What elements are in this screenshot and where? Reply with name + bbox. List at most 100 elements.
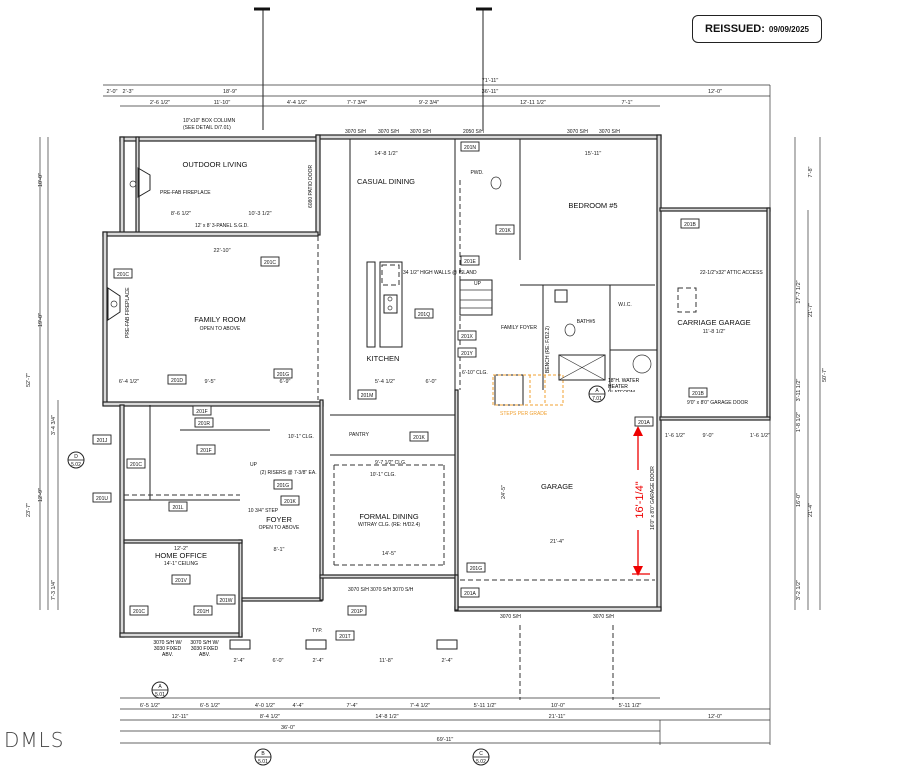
tag-201m: 201M: [357, 389, 377, 400]
tag-201d: 201D: [167, 374, 187, 385]
note-step: 10 3/4" STEP: [248, 508, 279, 514]
tag-201a: 201A: [634, 416, 654, 427]
fireplace-family-icon: [110, 300, 118, 308]
tag-201l: 201L: [168, 501, 188, 512]
svg-text:201L: 201L: [172, 505, 183, 511]
dimension-bottom: 36'-0": [281, 725, 295, 731]
walls: [102, 134, 771, 638]
dimension-bottom: 5'-11 1/2": [619, 703, 642, 709]
room-kitchen: KITCHEN: [367, 354, 400, 363]
note-window: 3070 S/H: [567, 129, 588, 135]
tag-201c: 201C: [113, 268, 133, 279]
note-up: UP: [474, 281, 482, 287]
toilet-icon: [490, 176, 502, 190]
tags: 201C201C201D201F201G201M201Q201N201K201E…: [92, 141, 708, 641]
svg-text:201E: 201E: [464, 259, 476, 265]
room-family-foyer: FAMILY FOYER: [501, 325, 537, 331]
dimension-bottom: 12'-0": [708, 714, 722, 720]
tag-201w: 201W: [216, 594, 236, 605]
svg-text:201C: 201C: [117, 272, 129, 278]
notes: 10"x10" BOX COLUMN (SEE DETAIL D/7.01) P…: [125, 118, 763, 658]
note-office-window-1: 3070 S/H W/ 3030 FIXED ABV.: [153, 640, 182, 658]
dimension-top: 2'-3": [123, 89, 134, 95]
tag-201a: 201A: [460, 587, 480, 598]
dimension-top: 11'-10": [214, 100, 231, 106]
dimension-top: 9'-2 3/4": [419, 100, 439, 106]
tag-201c: 201C: [129, 605, 149, 616]
dimension-interior: 6'-9": [280, 379, 291, 385]
svg-text:201B: 201B: [684, 222, 696, 228]
room-bath-5: BATH#5: [577, 319, 596, 325]
svg-text:A: A: [595, 388, 599, 394]
svg-text:201M: 201M: [361, 393, 374, 399]
dimension-bottom: 4'-4": [293, 703, 304, 709]
dimension-left: 23'-7": [26, 503, 32, 517]
section-marker-c: C5.02: [472, 748, 490, 766]
tag-201r: 201R: [194, 417, 214, 428]
note-ceiling-dining: 9'-7 1/2" CLG.: [375, 460, 406, 466]
svg-text:201K: 201K: [499, 228, 511, 234]
attic-access-icon: [677, 287, 697, 313]
tag-201x: 201X: [457, 330, 477, 341]
dimension-bottom: 21'-11": [549, 714, 566, 720]
room-bedroom-5: BEDROOM #5: [568, 201, 617, 210]
note-ceiling-dining-2: 10'-1" CLG.: [370, 472, 396, 478]
reissued-date: 09/09/2025: [768, 24, 809, 34]
dimension-interior: 9'-5": [205, 379, 216, 385]
dimension-bottom: 10'-0": [551, 703, 565, 709]
svg-text:201V: 201V: [175, 578, 187, 584]
dimension-interior: 8'-1": [274, 547, 285, 553]
note-garage-window: 3070 S/H: [593, 614, 614, 620]
svg-text:201H: 201H: [197, 609, 209, 615]
note-fireplace-outdoor: PRE-FAB FIREPLACE: [160, 190, 211, 196]
note-fireplace-family: PRE-FAB FIREPLACE: [125, 287, 131, 338]
kitchen-island: [366, 261, 403, 348]
note-typ: TYP.: [312, 628, 322, 634]
svg-text:201R: 201R: [198, 421, 210, 427]
note-ceiling-mud: 6'-10" CLG.: [462, 370, 488, 376]
tag-201e: 201E: [460, 255, 480, 266]
dimension-left: 10'-0": [38, 173, 44, 187]
dimension-top: 2'-6 1/2": [150, 100, 170, 106]
dimension-interior: 1'-6 1/2": [665, 433, 685, 439]
svg-text:C: C: [479, 751, 483, 757]
svg-text:D: D: [74, 454, 78, 460]
reissued-stamp: REISSUED: 09/09/2025: [692, 15, 822, 43]
dimension-left: 3'-4 3/4": [51, 415, 57, 435]
dimension-interior: 10'-3 1/2": [248, 211, 271, 217]
svg-text:201J: 201J: [97, 438, 108, 444]
svg-text:5.01: 5.01: [155, 692, 165, 698]
dimension-right: 21'-7": [808, 303, 814, 317]
tag-201q: 201Q: [414, 308, 434, 319]
svg-text:201A: 201A: [464, 591, 476, 597]
room-casual-dining: CASUAL DINING: [357, 177, 415, 186]
room-family-room: FAMILY ROOM: [194, 315, 245, 324]
svg-text:5.02: 5.02: [71, 462, 81, 468]
dimension-interior: 14'-5": [382, 551, 396, 557]
dimension-top: 7'-1": [622, 100, 633, 106]
tag-201g: 201G: [273, 479, 293, 490]
tag-201k: 201K: [409, 431, 429, 442]
dimension-bottom: 4'-0 1/2": [255, 703, 275, 709]
room-family-room-sub: OPEN TO ABOVE: [200, 326, 241, 332]
dimension-interior: 8'-6 1/2": [171, 211, 191, 217]
dimension-interior: 6'-0": [273, 658, 284, 664]
room-pantry: PANTRY: [349, 432, 369, 438]
sink-icon: [554, 289, 568, 303]
svg-text:201F: 201F: [200, 448, 211, 454]
svg-text:A: A: [158, 684, 162, 690]
svg-text:201K: 201K: [284, 499, 296, 505]
svg-text:201K: 201K: [413, 435, 425, 441]
fireplace-outdoor-icon: [129, 180, 137, 188]
tag-201c: 201C: [126, 458, 146, 469]
dimension-bottom: 69'-11": [437, 737, 454, 743]
dimension-interior: 6'-4 1/2": [119, 379, 139, 385]
dimension-right: 21'-4": [808, 503, 814, 517]
svg-text:201P: 201P: [351, 609, 363, 615]
svg-text:201Y: 201Y: [461, 351, 473, 357]
tag-201v: 201V: [171, 574, 191, 585]
note-ceiling-foyer: 10'-1" CLG.: [288, 434, 314, 440]
dimension-interior: 14'-8 1/2": [374, 151, 397, 157]
dimension-interior: 11'-8": [379, 658, 393, 664]
svg-text:201G: 201G: [277, 483, 289, 489]
